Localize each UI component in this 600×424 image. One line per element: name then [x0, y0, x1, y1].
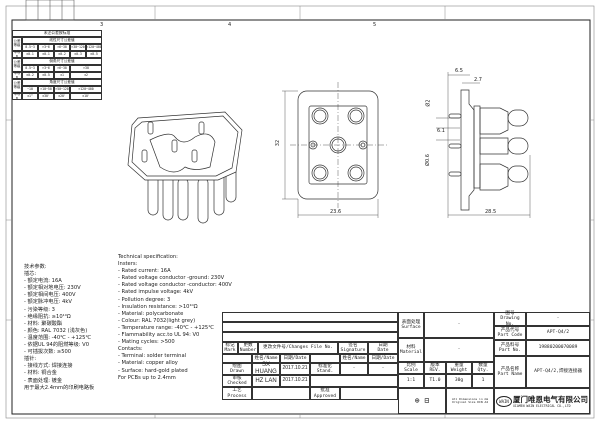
dim-length: 28.5 [485, 209, 497, 215]
spec-line: - 接线方式: 焊接连接 [24, 363, 73, 370]
spec-line: - 额定电流: 16A [24, 278, 62, 285]
spec-line: - 颜色: RAL 7032 (浅灰色) [24, 327, 88, 334]
spec-line: - 污染等级: 3 [24, 306, 55, 313]
spec-line: - 额定脉冲电压: 4kV [24, 299, 72, 306]
dim-6-1: 6.1 [437, 128, 445, 134]
spec-line: - Mating cycles: >500 [118, 339, 175, 346]
company-block: WAIN 厦门唯恩电气有限公司 XIAMEN WAIN ELECTRICAL C… [494, 388, 590, 414]
spec-line: 技术参数: [24, 264, 47, 270]
technical-spec-english: Technical specification:Insters:- Rated … [118, 254, 232, 382]
spec-line: - Pollution degree: 3 [118, 296, 171, 303]
spec-line: - Terminal: solder terminal [118, 353, 187, 360]
isometric-view [127, 111, 243, 224]
spec-line: - Temperature range: -40℃ - +125℃ [118, 324, 215, 331]
spec-line: - 额定相对地电压: 230V [24, 285, 81, 292]
spec-line: For PCBs up to 2.4mm [118, 374, 176, 381]
spec-line: Contacts: [118, 346, 143, 353]
spec-line: - 表面处理: 镀金 [24, 377, 63, 384]
spec-line: 插芯: [24, 271, 37, 278]
company-logo: WAIN [496, 395, 512, 407]
spec-line: - Rated current: 16A [118, 268, 171, 275]
zone-number: 3 [100, 22, 104, 28]
spec-line: - 绝缘阻抗: ≥10¹⁰Ω [24, 313, 71, 320]
spec-line: - Rated voltage conductor -conductor: 40… [118, 282, 232, 289]
zone-number: 4 [228, 22, 232, 28]
dim-height: 32 [275, 139, 282, 147]
spec-line: - Flammability acc.to UL 94: V0 [118, 332, 200, 339]
spec-line: - Material: polycarbonate [118, 310, 184, 317]
technical-spec-chinese: 技术参数:插芯:- 额定电流: 16A- 额定相对地电压: 230V- 额定相间… [24, 264, 94, 392]
company-name-cn: 厦门唯恩电气有限公司 [513, 394, 588, 404]
spec-line: Insters: [118, 261, 138, 268]
zone-number: 5 [373, 22, 377, 28]
spec-line: 插针: [24, 356, 37, 363]
front-view [282, 82, 388, 218]
side-view [436, 72, 531, 218]
spec-line: - 额定相间电压: 400V [24, 292, 76, 299]
spec-line: Technical specification: [118, 254, 178, 260]
dim-width: 23.6 [330, 209, 342, 215]
projection-symbol-icon: ⊕ ⊟ [398, 388, 446, 414]
spec-line: - Colour: RAL 7032(light grey) [118, 317, 196, 324]
spec-line: - 材料: 铜合金 [24, 370, 57, 377]
dim-2-7: 2.7 [474, 77, 482, 83]
spec-line: - 材料: 聚碳酸酯 [24, 320, 63, 327]
spec-line: - 温度范围: -40℃ - +125℃ [24, 334, 92, 341]
dim-dia-2: Ø2 [425, 99, 432, 107]
dim-dia-0-6: Ø0.6 [424, 154, 431, 166]
spec-line: - Insulation resistance: >10¹⁰Ω [118, 303, 198, 310]
spec-line: - 可插拔次数: ≥500 [24, 349, 72, 356]
spec-line: - Rated voltage conductor -ground: 230V [118, 275, 225, 282]
spec-line: - Surface: hard-gold plated [118, 367, 188, 374]
spec-line: - 依据UL 94的阻燃等级: V0 [24, 342, 90, 349]
dim-6-5: 6.5 [455, 68, 463, 74]
company-name-en: XIAMEN WAIN ELECTRICAL CO.,LTD [513, 403, 571, 408]
spec-line: - Rated impulse voltage: 4kV [118, 289, 194, 296]
spec-line: 用于最大2.4mm的印刷电路板 [24, 384, 95, 391]
spec-line: - Material: copper alloy [118, 360, 178, 367]
